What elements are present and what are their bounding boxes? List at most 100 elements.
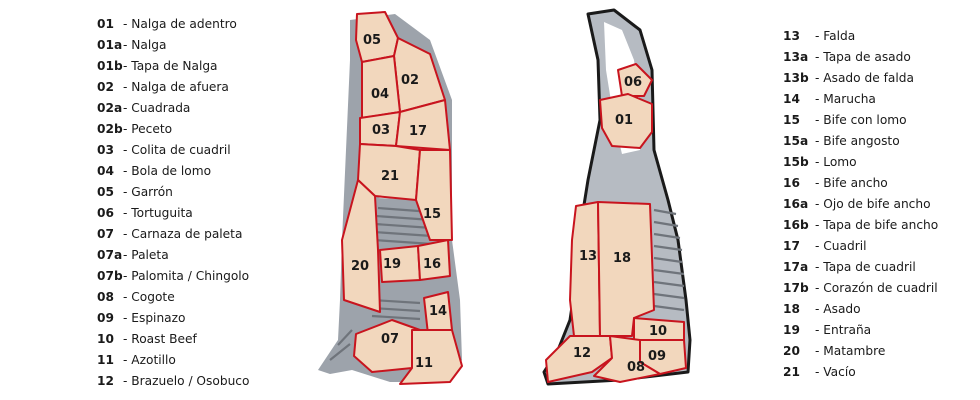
legend-cut-name: - Nalga de adentro [123,17,237,31]
label-13: 13 [579,249,597,264]
legend-item: 16a - Ojo de bife ancho [783,194,938,215]
legend-cut-name: - Cuadril [815,239,867,253]
legend-code: 01b [97,59,123,73]
legend-item: 01a- Nalga [97,35,249,56]
legend-item: 02a- Cuadrada [97,98,249,119]
label-08: 08 [627,360,645,375]
legend-cut-name: - Marucha [815,92,876,106]
legend-code: 03 [97,143,114,157]
legend-cut-name: - Tapa de asado [815,50,911,64]
legend-item: 01b- Tapa de Nalga [97,56,249,77]
carcass-outer-view: 05 02 04 03 17 21 15 20 19 16 14 07 11 [318,11,463,385]
legend-cut-name: - Corazón de cuadril [815,281,938,295]
legend-code: 17b [783,281,809,295]
legend-cut-name: - Nalga [123,38,167,52]
legend-code: 17 [783,239,800,253]
legend-cut-name: - Azotillo [123,353,176,367]
legend-cut-name: - Nalga de afuera [123,80,229,94]
legend-item: 08- Cogote [97,287,249,308]
legend-code: 13a [783,50,809,64]
label-09: 09 [648,349,666,364]
label-06: 06 [624,75,642,90]
legend-code: 12 [97,374,114,388]
legend-item: 13- Falda [783,26,938,47]
legend-code: 01 [97,17,114,31]
legend-item: 12- Brazuelo / Osobuco [97,371,249,392]
label-19: 19 [383,257,401,272]
legend-item: 15- Bife con lomo [783,110,938,131]
legend-cut-name: - Colita de cuadril [123,143,231,157]
legend-code: 07a [97,248,123,262]
legend-code: 08 [97,290,114,304]
cut-11-azotillo [399,329,463,385]
cut-15-bife-con-lomo [415,149,453,241]
legend-code: 07b [97,269,123,283]
legend-item: 07 - Carnaza de paleta [97,224,249,245]
legend-item: 13b - Asado de falda [783,68,938,89]
legend-code: 02b [97,122,123,136]
label-11: 11 [415,356,433,371]
legend-code: 01a [97,38,123,52]
label-07: 07 [381,332,399,347]
legend-cut-name: - Tortuguita [123,206,193,220]
legend-item: 10 - Roast Beef [97,329,249,350]
legend-code: 11 [97,353,114,367]
legend-item: 04- Bola de lomo [97,161,249,182]
legend-cut-name: - Garrón [123,185,173,199]
legend-cut-name: - Espinazo [123,311,186,325]
legend-item: 19 - Entraña [783,320,938,341]
label-10: 10 [649,324,667,339]
legend-code: 18 [783,302,800,316]
legend-code: 07 [97,227,114,241]
legend-code: 13b [783,71,809,85]
legend-cut-name: - Bife con lomo [815,113,907,127]
legend-code: 09 [97,311,114,325]
legend-item: 16- Bife ancho [783,173,938,194]
legend-cut-name: - Carnaza de paleta [123,227,243,241]
legend-item: 17 - Cuadril [783,236,938,257]
label-02: 02 [401,73,419,88]
legend-cut-name: - Palomita / Chingolo [123,269,250,283]
legend-cut-name: - Bife ancho [815,176,888,190]
legend-cut-name: - Ojo de bife ancho [815,197,931,211]
legend-cut-name: - Entraña [815,323,872,337]
legend-item: 18 - Asado [783,299,938,320]
legend-item: 16b - Tapa de bife ancho [783,215,938,236]
legend-cut-name: - Asado de falda [815,71,914,85]
legend-code: 15a [783,134,809,148]
legend-item: 09 - Espinazo [97,308,249,329]
label-17: 17 [409,124,427,139]
legend-cut-name: - Lomo [815,155,857,169]
legend-cut-name: - Asado [815,302,861,316]
cut-20-matambre [341,179,381,313]
legend-item: 06- Tortuguita [97,203,249,224]
legend-item: 07b- Palomita / Chingolo [97,266,249,287]
legend-code: 17a [783,260,809,274]
legend-item: 01 - Nalga de adentro [97,14,249,35]
legend-code: 19 [783,323,800,337]
legend-code: 02a [97,101,123,115]
label-04: 04 [371,87,389,102]
legend-cut-name: - Vacío [815,365,856,379]
label-03: 03 [372,123,390,138]
legend-item: 05- Garrón [97,182,249,203]
legend-code: 16b [783,218,809,232]
carcass-inner-view: 06 01 13 18 10 12 09 08 [542,8,692,386]
label-05: 05 [363,33,381,48]
legend-cut-name: - Tapa de Nalga [123,59,218,73]
legend-cut-name: - Roast Beef [123,332,197,346]
legend-cut-name: - Tapa de bife ancho [815,218,939,232]
legend-code: 10 [97,332,114,346]
cut-13-falda [569,201,601,337]
legend-code: 16a [783,197,809,211]
legend-item: 17b - Corazón de cuadril [783,278,938,299]
cut-01-nalga-de-adentro [599,93,653,149]
inner-ribs [653,208,685,312]
legend-item: 07a- Paleta [97,245,249,266]
legend-item: 15a- Bife angosto [783,131,938,152]
legend-code: 04 [97,164,114,178]
legend-item: 13a - Tapa de asado [783,47,938,68]
legend-cut-name: - Paleta [123,248,169,262]
legend-cut-name: - Tapa de cuadril [815,260,916,274]
